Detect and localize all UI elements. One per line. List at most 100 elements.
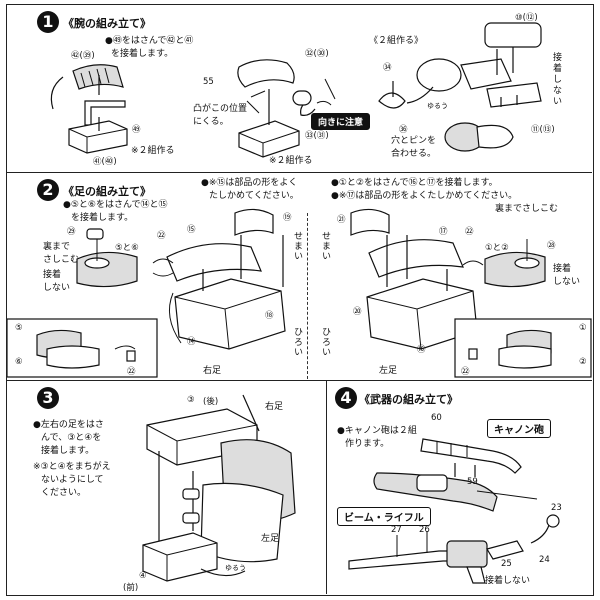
step4-instr-1: ●キャノン砲は２組	[337, 426, 417, 436]
step1-title: 《腕の組み立て》	[63, 17, 151, 30]
part-3-label: ③	[187, 395, 195, 405]
step3-instr-4: ※③と④をまちがえ	[33, 462, 111, 472]
step1-two-sets-a: ※２組作る	[131, 146, 175, 156]
no-glue-char-1: 接	[553, 53, 563, 63]
step4-number: 4	[335, 387, 357, 409]
part-27-label: 27	[391, 525, 402, 535]
step3-right-leg: 右足	[265, 402, 284, 412]
orientation-warning: 向きに注意	[311, 113, 371, 130]
part-33-31-label: ㉝(㉛)	[305, 131, 329, 141]
part-28-label: ㉘	[547, 241, 556, 251]
part-42-39-label: ㊷(㊴)	[71, 51, 95, 61]
part-16-label: ⑯	[417, 345, 426, 355]
left-leg-label: 左足	[379, 366, 398, 376]
part-5-label: ⑤	[15, 323, 23, 333]
part-17-label: ⑰	[439, 227, 448, 237]
step1-drawing	[50, 22, 542, 158]
part-1-label: ①	[579, 323, 587, 333]
no-glue-char-5: い	[553, 97, 563, 107]
part-15-label: ⑮	[187, 225, 196, 235]
part-4-front-label: (前)	[123, 583, 139, 593]
step2-title: 《足の組み立て》	[63, 185, 151, 198]
note-position-line1: 凸がこの位置	[193, 104, 248, 114]
part-24-label: 24	[539, 555, 550, 565]
beam-rifle-label: ビーム・ライフル	[337, 507, 431, 526]
step1-yuruu: ゆるう	[427, 102, 448, 110]
instruction-sheet: 1 《腕の組み立て》 ●㊾をはさんで㊷と㊶ を接着します。	[6, 4, 594, 596]
part-55-label-b: 55	[203, 77, 214, 87]
step2-instr-right-1: ●①と②をはさんで⑯と⑰を接着します。	[331, 178, 498, 188]
hiroi-left: ひろい	[292, 327, 302, 357]
hiroi-right: ひろい	[320, 327, 330, 357]
no-glue-char-4: な	[553, 86, 563, 96]
no-glue-left-2: しない	[43, 283, 71, 293]
part-10-12-label: ⑩(⑫)	[515, 13, 538, 23]
part-11-13-label: ⑪(⑬)	[531, 125, 555, 135]
part-36-label: ㊱	[399, 125, 408, 135]
step2-instr-left-1: ●⑤と⑥をはさんで⑭と⑮	[63, 200, 168, 210]
ura-left-1: 裏まで	[43, 242, 71, 252]
step3-panel: 3 ●左右の足をはさ んで、③と④を 接着します。 ※③と④をまちがえ ないよう…	[7, 381, 327, 594]
ura-left-2: さしこむ	[43, 255, 80, 265]
step2-drawing	[7, 208, 592, 378]
step2-instr-center-2: たしかめてください。	[209, 191, 299, 201]
part-23-label: 23	[551, 503, 562, 513]
step3-instr-1: ●左右の足をはさ	[33, 420, 104, 430]
step3-drawing	[142, 394, 296, 582]
step1-two-sets-b: ※２組作る	[269, 156, 313, 166]
part-22-label-d: ㉒	[461, 367, 470, 377]
part-6-label: ⑥	[15, 357, 23, 367]
semai-right: せまい	[320, 231, 330, 261]
part-20-label: ⑳	[353, 307, 362, 317]
step1-two-sets-c: 《２組作る》	[369, 36, 424, 46]
part-2-label: ②	[579, 357, 587, 367]
part-3-back-label: (後)	[203, 397, 219, 407]
part-21-label: ㉑	[337, 215, 346, 225]
step1-number: 1	[37, 11, 59, 33]
part-14-label: ⑭	[187, 337, 196, 347]
part-41-40-label: ㊶(㊵)	[93, 157, 117, 167]
part-59-label: 59	[467, 477, 478, 487]
step3-instr-3: 接着します。	[41, 446, 95, 456]
step1-instr-line2: を接着します。	[111, 49, 174, 59]
hole-pin-line2: 合わせる。	[391, 149, 437, 159]
part-55-label-a: ㊾	[132, 125, 141, 135]
no-glue-right-1: 接着	[553, 264, 572, 274]
step2-panel: 2 《足の組み立て》 ●⑤と⑥をはさんで⑭と⑮ を接着します。 ●※⑮は部品の形…	[7, 173, 592, 381]
no-glue-left-1: 接着	[43, 270, 62, 280]
part-19-label: ⑲	[283, 213, 292, 223]
no-glue-char-3: し	[553, 75, 563, 85]
note-position-line2: にくる。	[193, 117, 229, 127]
step2-divider	[307, 213, 308, 379]
no-glue-right-2: しない	[553, 277, 581, 287]
step4-instr-2: 作ります。	[345, 439, 390, 449]
right-leg-label: 右足	[203, 366, 222, 376]
no-glue-char-2: 着	[553, 64, 563, 74]
step3-instr-6: ください。	[41, 488, 87, 498]
part-34-label: ㉞	[383, 63, 392, 73]
part-22-label-b: ㉒	[127, 367, 136, 377]
step2-instr-right-2: ●※⑰は部品の形をよくたしかめてください。	[331, 191, 518, 201]
step1-panel: 1 《腕の組み立て》 ●㊾をはさんで㊷と㊶ を接着します。	[7, 5, 592, 173]
step2-instr-center-1: ●※⑮は部品の形をよく	[201, 178, 298, 188]
cannon-label: キャノン砲	[487, 419, 551, 438]
part-32-30-label: ㉜(㉚)	[305, 49, 329, 59]
step3-left-leg: 左足	[261, 534, 280, 544]
part-26-label: 26	[419, 525, 430, 535]
ura-right: 裏までさしこむ	[495, 204, 559, 214]
hole-pin-line1: 穴とピンを	[391, 136, 437, 146]
step4-title: 《武器の組み立て》	[359, 393, 458, 406]
part-22-label-c: ㉒	[465, 227, 474, 237]
step1-instr-line1: ●㊾をはさんで㊷と㊶	[105, 36, 194, 46]
part-60-label: 60	[431, 413, 442, 423]
semai-left: せまい	[292, 231, 302, 261]
part-29-label: ㉙	[67, 227, 76, 237]
part-18-label: ⑱	[265, 311, 274, 321]
step3-instr-5: ないようにして	[41, 475, 104, 485]
step4-drawing	[348, 438, 560, 584]
part-1-2-label: ①と②	[485, 243, 509, 253]
step3-number: 3	[37, 387, 59, 409]
step3-instr-2: んで、③と④を	[41, 433, 102, 443]
part-5-6-label: ⑤と⑥	[115, 243, 139, 253]
step2-number: 2	[37, 179, 59, 201]
